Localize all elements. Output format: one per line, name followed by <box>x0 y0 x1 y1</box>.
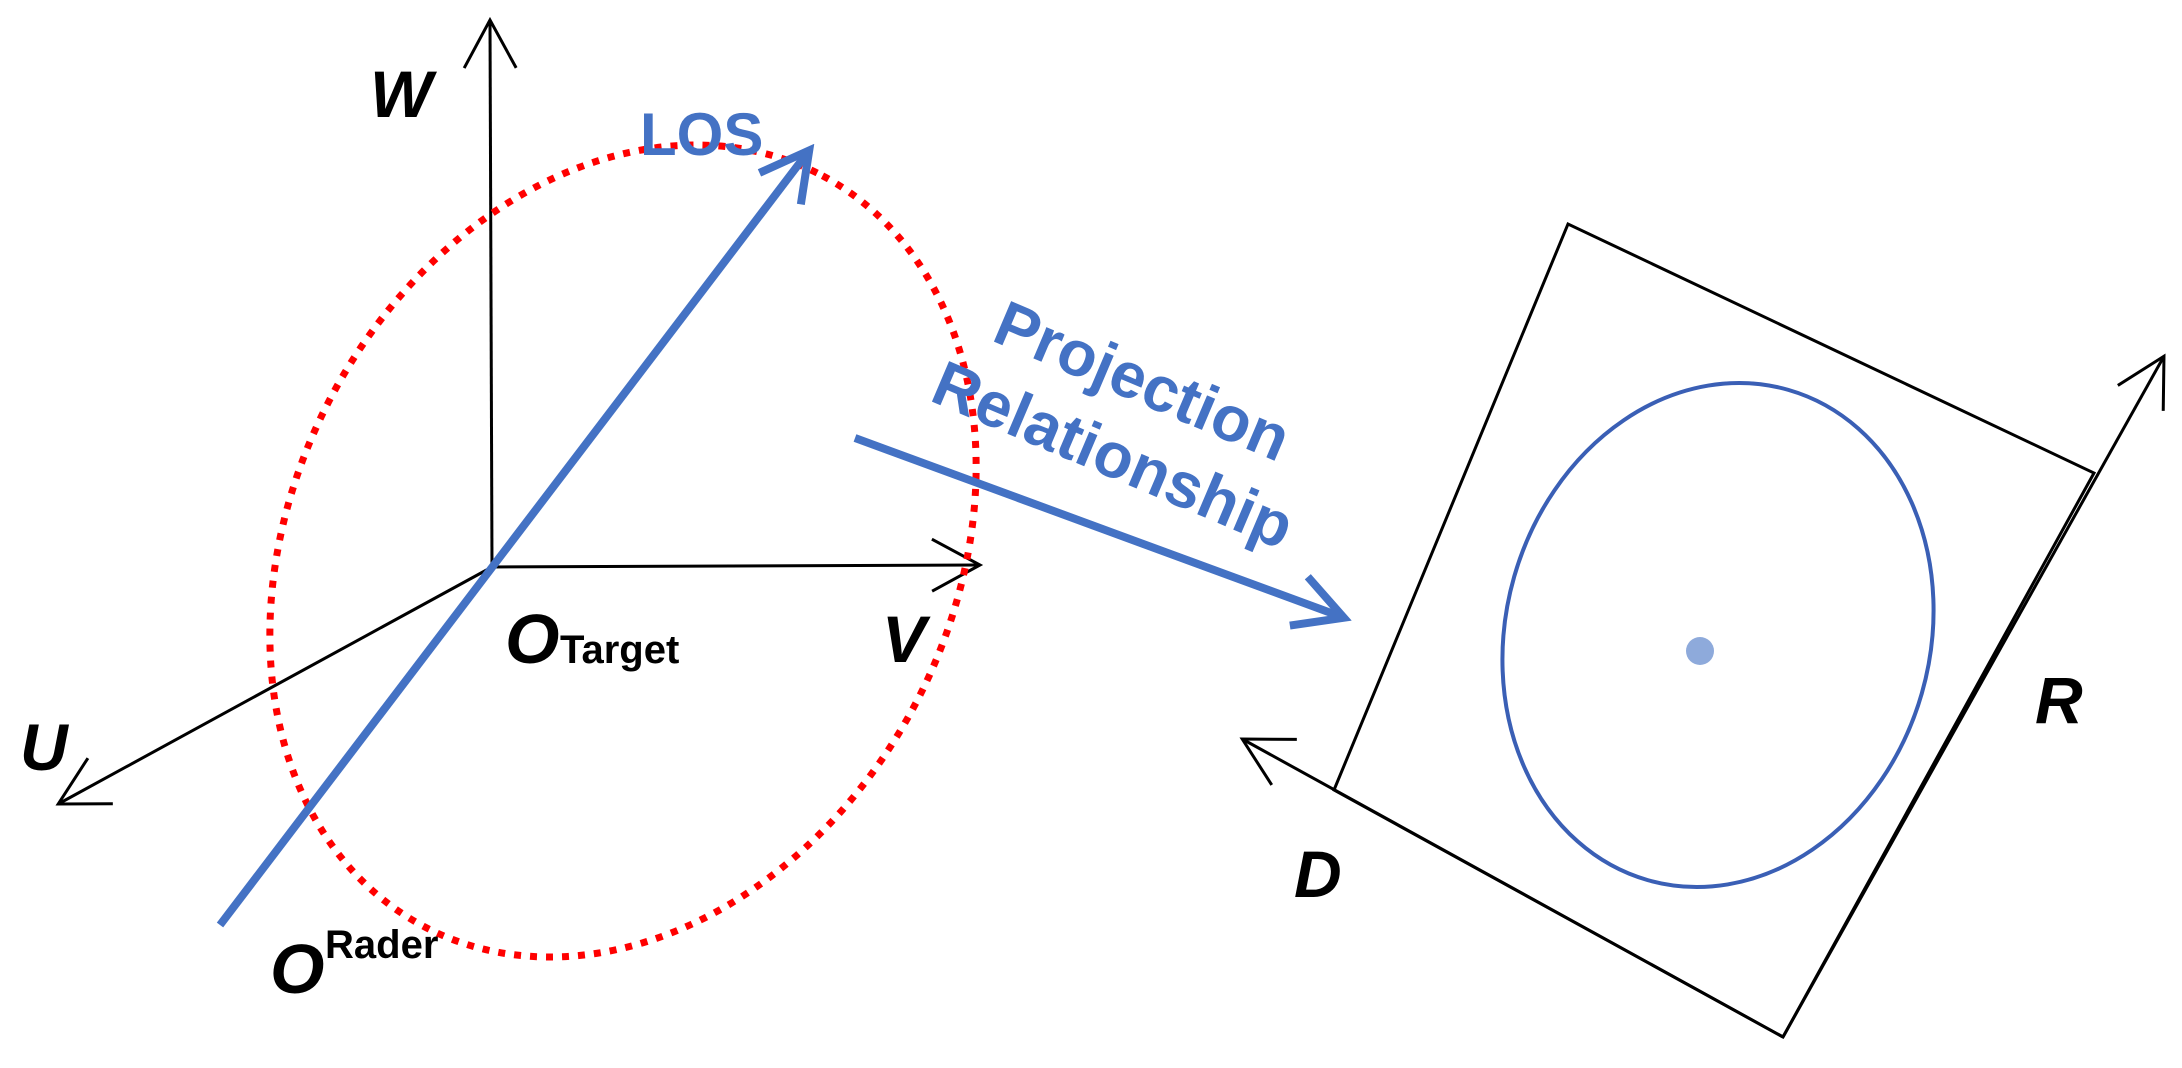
red-dotted-ellipse <box>266 141 980 961</box>
v-axis-line <box>491 537 984 593</box>
los-label: LOS <box>640 101 763 168</box>
svg-text:O: O <box>505 600 559 678</box>
origin-radar-label: O Rader <box>270 923 438 1008</box>
projection-arrow <box>853 434 1342 617</box>
origin-target-label: O Target <box>505 600 679 678</box>
d-axis-line <box>1239 737 1784 1039</box>
target-coordinate-system: W V U LOS O Target O Rader <box>20 16 984 1008</box>
svg-text:O: O <box>270 930 324 1008</box>
los-line <box>216 152 808 928</box>
r-axis-line <box>1781 353 2166 1038</box>
w-axis-label: W <box>370 57 437 131</box>
u-axis-line <box>55 565 493 806</box>
projected-ellipse <box>1500 381 1936 889</box>
center-dot <box>1686 637 1714 665</box>
projection-relationship: Projection Relationship <box>853 287 1342 617</box>
svg-text:Target: Target <box>560 628 679 672</box>
r-axis-label: R <box>2035 663 2083 737</box>
u-axis-label: U <box>20 710 70 784</box>
w-axis-line <box>462 16 518 568</box>
projected-plane: R D <box>1239 221 2166 1040</box>
projection-rectangle <box>1332 221 2097 1040</box>
svg-text:Rader: Rader <box>325 923 438 967</box>
d-axis-label: D <box>1294 837 1342 911</box>
v-axis-label: V <box>882 602 931 676</box>
